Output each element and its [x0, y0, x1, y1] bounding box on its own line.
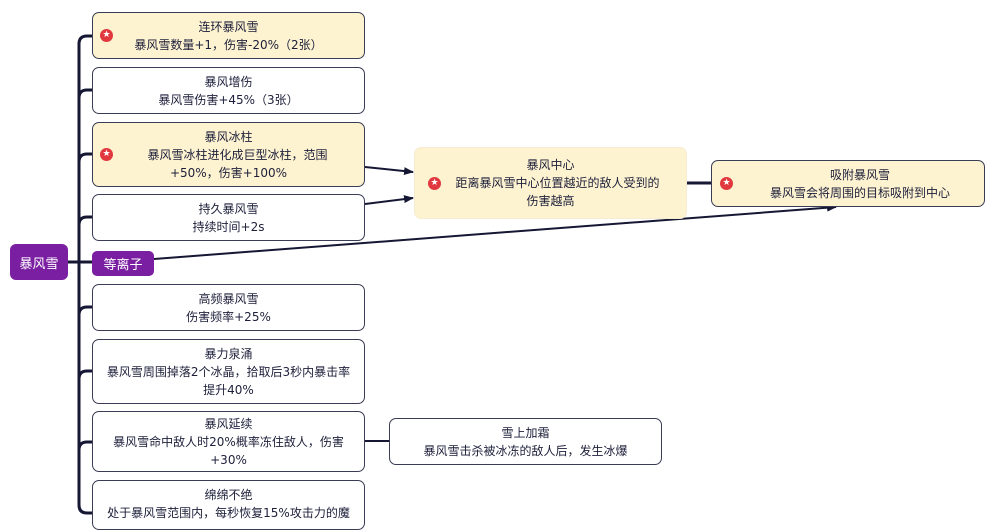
connector-lines [68, 34, 837, 515]
star-icon: ★ [100, 148, 113, 161]
node-desc-line1: 暴风雪冰柱进化成巨型冰柱，范围 [147, 147, 328, 162]
node-desc: 暴风雪击杀被冰冻的敌人后，发生冰爆 [423, 443, 628, 458]
node-desc-line2: +30% [210, 452, 247, 467]
node-desc: 暴风雪数量+1，伤害-20%（2张） [134, 37, 323, 52]
node-desc-line2: 伤害越高 [526, 194, 575, 208]
node-desc: 暴风雪伤害+45%（3张） [158, 92, 299, 107]
node-desc-line1: 暴风雪周围掉落2个冰晶，拾取后3秒内暴击率 [106, 364, 351, 379]
combo-node-frost-upon-snow[interactable]: 雪上加霜 暴风雪击杀被冰冻的敌人后，发生冰爆 [389, 418, 662, 465]
node-title: 暴风增伤 [204, 74, 253, 89]
branch-node-blizzard-extend[interactable]: 暴风延续 暴风雪命中敌人时20%概率冻住敌人，伤害 +30% [92, 411, 365, 472]
node-title: 暴风延续 [204, 416, 253, 431]
tag-node-plasma[interactable]: 等离子 [92, 251, 154, 276]
node-desc: 伤害频率+25% [186, 309, 271, 324]
node-desc-line2: 提升40% [203, 382, 254, 397]
branch-node-endless[interactable]: 绵绵不绝 处于暴风雪范围内，每秒恢复15%攻击力的魔 [92, 480, 365, 530]
combo-node-pull-blizzard[interactable]: ★ 吸附暴风雪 暴风雪会将周围的目标吸附到中心 [711, 160, 985, 207]
combo-node-storm-center[interactable]: ★ 暴风中心 距离暴风雪中心位置越近的敌人受到的 伤害越高 [414, 147, 687, 219]
node-title: 暴力泉涌 [204, 346, 253, 361]
node-desc: 暴风雪会将周围的目标吸附到中心 [769, 185, 950, 200]
root-node[interactable]: 暴风雪 [10, 244, 68, 280]
branch-node-high-freq-blizzard[interactable]: 高频暴风雪 伤害频率+25% [92, 284, 365, 331]
star-icon: ★ [100, 29, 113, 42]
node-desc-line2: +50%，伤害+100% [169, 165, 288, 180]
node-title: 暴风冰柱 [204, 129, 253, 144]
node-title: 绵绵不绝 [204, 488, 253, 502]
node-desc: 持续时间+2s [192, 219, 265, 234]
node-title: 雪上加霜 [501, 425, 550, 440]
node-desc-line1: 距离暴风雪中心位置越近的敌人受到的 [455, 176, 660, 190]
branch-node-blizzard-damage[interactable]: 暴风增伤 暴风雪伤害+45%（3张） [92, 67, 365, 114]
star-icon: ★ [428, 176, 441, 190]
node-title: 高频暴风雪 [198, 291, 259, 306]
node-title: 持久暴风雪 [198, 201, 259, 216]
node-desc-line1: 暴风雪命中敌人时20%概率冻住敌人，伤害 [113, 434, 344, 449]
node-desc: 处于暴风雪范围内，每秒恢复15%攻击力的魔 [107, 506, 350, 520]
branch-node-chain-blizzard[interactable]: ★ 连环暴风雪 暴风雪数量+1，伤害-20%（2张） [92, 12, 365, 59]
node-title: 吸附暴风雪 [829, 167, 890, 182]
branch-node-violent-surge[interactable]: 暴力泉涌 暴风雪周围掉落2个冰晶，拾取后3秒内暴击率 提升40% [92, 339, 365, 404]
star-icon: ★ [720, 177, 733, 190]
branch-node-blizzard-pillar[interactable]: ★ 暴风冰柱 暴风雪冰柱进化成巨型冰柱，范围 +50%，伤害+100% [92, 122, 365, 187]
node-title: 暴风中心 [526, 158, 575, 172]
node-title: 连环暴风雪 [198, 19, 259, 34]
branch-node-lasting-blizzard[interactable]: 持久暴风雪 持续时间+2s [92, 194, 365, 241]
